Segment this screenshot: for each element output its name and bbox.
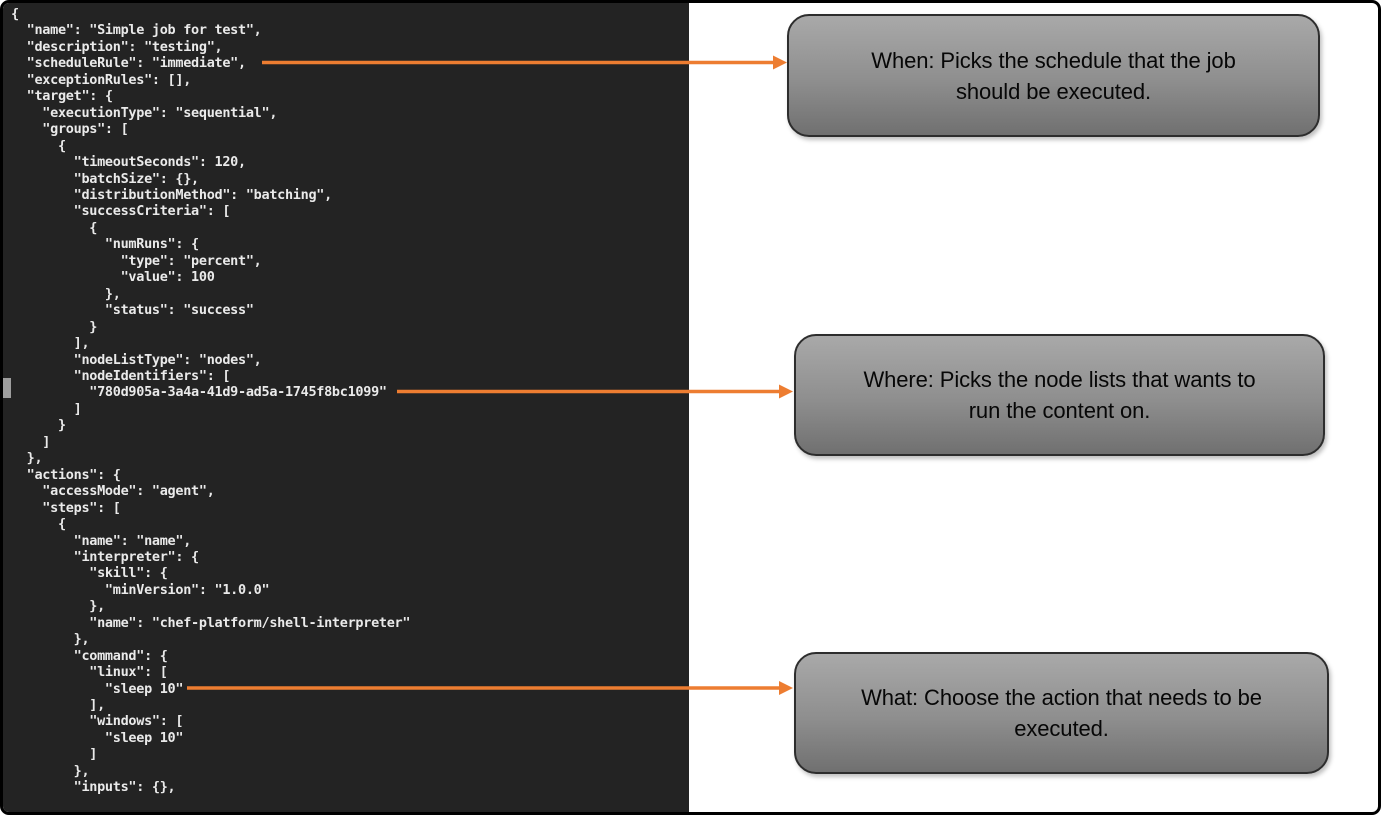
callout-what: What: Choose the action that needs to be… (794, 652, 1329, 774)
scroll-marker (3, 378, 11, 398)
callout-when: When: Picks the schedule that the job sh… (787, 14, 1320, 137)
callout-when-text: When: Picks the schedule that the job sh… (871, 47, 1236, 104)
callout-where: Where: Picks the node lists that wants t… (794, 334, 1325, 456)
callout-what-text: What: Choose the action that needs to be… (861, 685, 1262, 741)
terminal-panel[interactable]: { "name": "Simple job for test", "descri… (3, 3, 689, 812)
callout-where-text: Where: Picks the node lists that wants t… (863, 367, 1256, 423)
json-code: { "name": "Simple job for test", "descri… (11, 6, 411, 796)
